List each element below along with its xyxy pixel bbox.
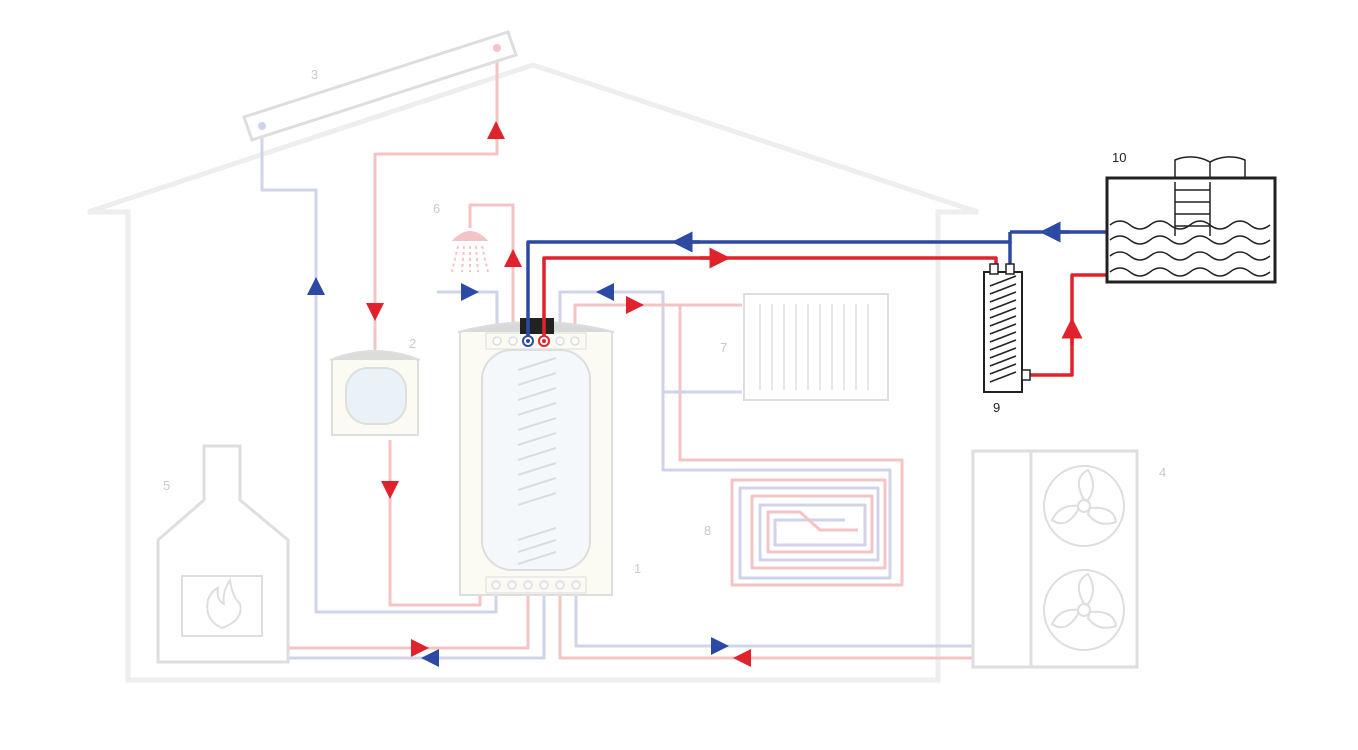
heat-pump-icon: [971, 449, 1139, 669]
solar-panel-icon: [242, 30, 518, 142]
house-outline: [87, 62, 979, 683]
plate-heat-exchanger-icon: [983, 263, 1031, 393]
label-fireplace: 5: [163, 478, 170, 493]
radiator-icon: [743, 293, 889, 401]
label-solar-collector: 3: [311, 67, 318, 82]
label-expansion-tank: 2: [409, 336, 416, 351]
fireplace-icon: [156, 444, 290, 664]
expansion-vessel-icon: [329, 350, 421, 436]
label-heat-pump: 4: [1159, 465, 1166, 480]
flame-icon: [206, 577, 242, 630]
pool-return-pipe: [526, 240, 1012, 336]
label-radiator: 7: [720, 340, 727, 355]
water-wave-icon: [1109, 220, 1271, 277]
pool-supply-pipe: [542, 256, 998, 336]
label-swimming-pool: 10: [1112, 150, 1126, 165]
label-storage-tank: 1: [634, 561, 641, 576]
solar-return-pipe: [260, 126, 498, 614]
heat-pump-fan-icon: [1043, 569, 1125, 651]
label-floor-heating: 8: [704, 523, 711, 538]
swimming-pool-icon: [1105, 156, 1277, 284]
solar-flow-pipe: [373, 48, 499, 350]
buffer-tank-icon: [457, 318, 615, 596]
label-heat-exchanger: 9: [993, 400, 1000, 415]
shower-icon: [451, 231, 489, 273]
label-shower: 6: [433, 201, 440, 216]
pool-ladder-icon: [1174, 156, 1246, 236]
pool-circuit-pipes: [526, 221, 1107, 377]
faded-pipe-network: [260, 48, 972, 667]
heat-pump-fan-icon: [1043, 465, 1125, 547]
